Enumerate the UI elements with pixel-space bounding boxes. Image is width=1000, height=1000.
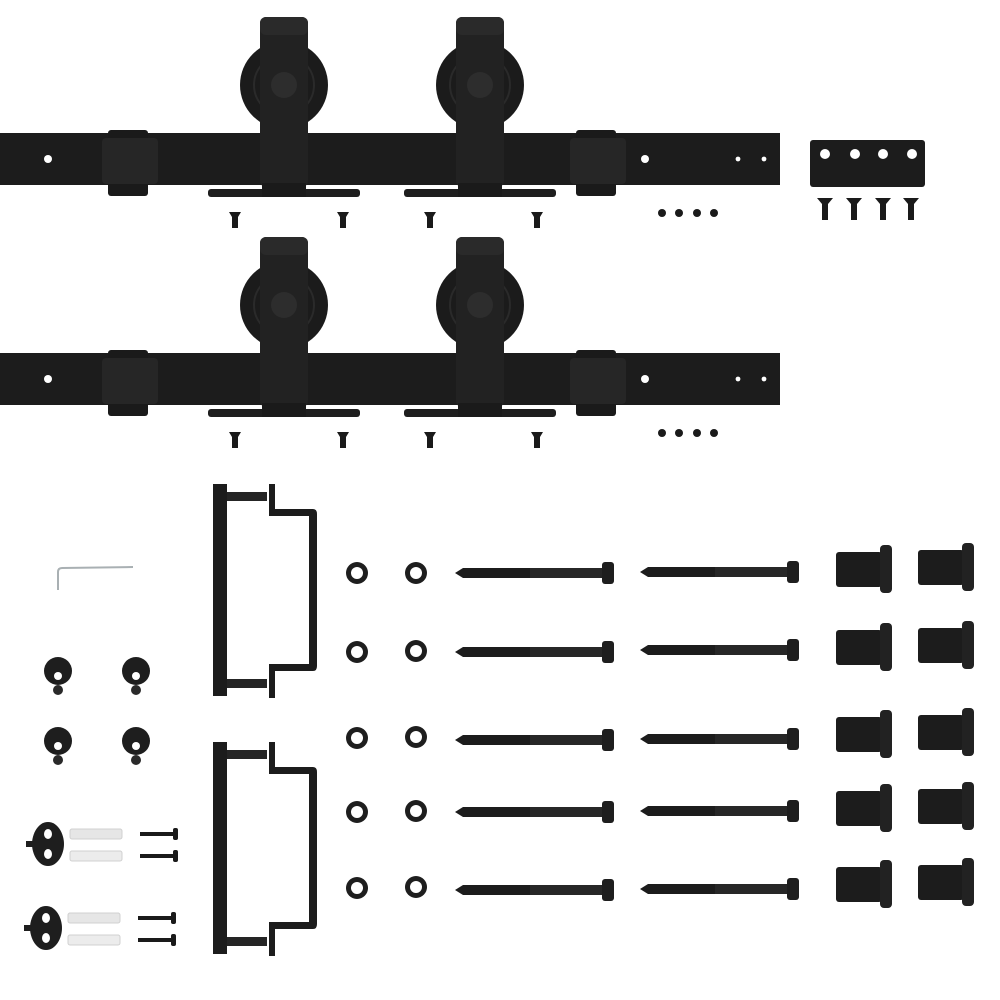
bracket-screws	[817, 198, 919, 220]
anti-jump-discs	[44, 657, 150, 765]
track-rail-2	[0, 237, 780, 448]
joining-bracket	[810, 140, 925, 220]
track-rail-1	[0, 17, 780, 228]
floor-guide-2	[23, 905, 177, 951]
allen-key	[57, 566, 134, 590]
washer-bolt-spacer-grid	[346, 543, 974, 908]
door-handle-1	[213, 484, 317, 698]
floor-guide-1	[25, 821, 179, 867]
door-handle-2	[213, 742, 317, 956]
